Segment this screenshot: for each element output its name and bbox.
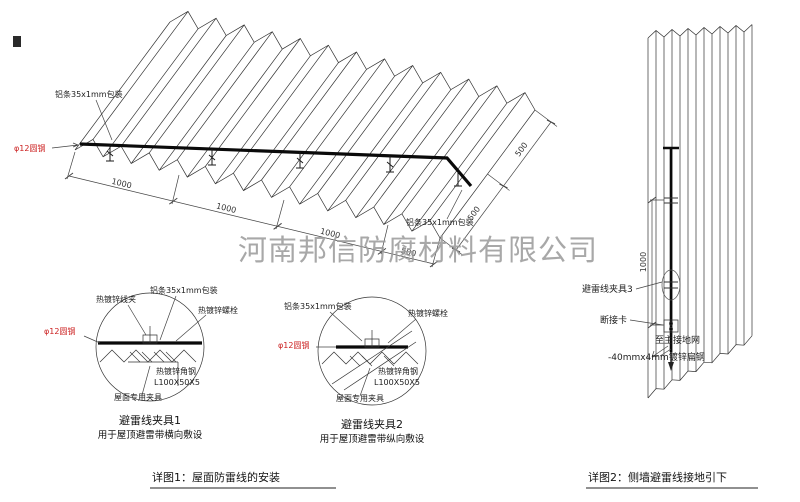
figure2-caption: 详图2：侧墙避雷线接地引下 bbox=[588, 470, 727, 484]
wire-clamp-icon bbox=[296, 152, 304, 169]
detail2-clamp bbox=[364, 330, 380, 348]
dim-500-bottom: 500 bbox=[400, 246, 417, 258]
wall-clamp-lower bbox=[664, 281, 678, 289]
wall-clamp-upper bbox=[664, 197, 678, 204]
roof-bottom-dimension bbox=[64, 151, 441, 268]
detail1-clamp bbox=[142, 326, 158, 344]
detail1-subtitle: 用于屋顶避雷带横向敷设 bbox=[98, 429, 203, 441]
detail2-label-angle-size: L100X50X5 bbox=[374, 378, 420, 387]
label-round-steel-roof: φ12圆钢 bbox=[14, 143, 45, 153]
roof-right-dimension bbox=[439, 109, 558, 255]
detail1-hatching bbox=[129, 351, 177, 363]
wall-label-disconnect: 断接卡 bbox=[600, 314, 627, 326]
detail2-label-strip: 铝条35x1mm包装 bbox=[284, 301, 352, 311]
wall-clamp-highlight bbox=[661, 269, 681, 301]
label-aluminum-strip-left: 铝条35x1mm包装 bbox=[55, 89, 123, 99]
wall-downlead-view bbox=[629, 24, 753, 399]
detail2-label-angle-steel: 热镀锌角钢 bbox=[378, 366, 418, 376]
detail1-angle-steel bbox=[128, 361, 179, 386]
dim-1000-a: 1000 bbox=[111, 177, 133, 191]
wire-clamp-icon bbox=[208, 149, 216, 166]
corner-mark bbox=[13, 36, 21, 47]
roof-isometric-view bbox=[51, 10, 558, 268]
detail1-roof-sheet-profile bbox=[99, 349, 197, 363]
detail2-label-roof-clamp: 屋面专用夹具 bbox=[336, 393, 384, 403]
wire-clamp-icon bbox=[106, 145, 114, 162]
detail1-circle-outline bbox=[95, 292, 205, 402]
detail1-label-strip: 铝条35x1mm包装 bbox=[150, 285, 218, 295]
detail1-title: 避雷线夹具1 bbox=[119, 413, 181, 427]
wire-clamp-icon bbox=[454, 172, 462, 187]
detail2-title: 避雷线夹具2 bbox=[341, 417, 403, 431]
detail2-leaders bbox=[316, 311, 417, 397]
wall-label-to-ground: 至主接地网 bbox=[655, 334, 700, 346]
detail2-circle-outline bbox=[317, 296, 427, 406]
detail1-label-wire-clamp: 热镀锌线夹 bbox=[96, 294, 136, 304]
figure1-caption: 详图1：屋面防雷线的安装 bbox=[152, 470, 280, 484]
detail2-label-bolt: 热镀锌螺栓 bbox=[408, 308, 448, 318]
disconnect-card-symbol bbox=[663, 319, 679, 333]
roof-corrugation-lines bbox=[74, 10, 536, 239]
label-aluminum-strip-right: 铝条35x1mm包装 bbox=[406, 217, 474, 227]
disconnect-bolt bbox=[669, 327, 673, 331]
detail1-label-bolt: 热镀锌螺栓 bbox=[198, 305, 238, 315]
detail1-label-angle-steel: 热镀锌角钢 bbox=[156, 366, 196, 376]
disconnect-bolt bbox=[669, 321, 673, 326]
detail2-label-round-steel: φ12圆钢 bbox=[278, 340, 309, 350]
wall-label-clamp3: 避雷线夹具3 bbox=[582, 283, 633, 295]
down-arrow-icon bbox=[668, 362, 674, 371]
wall-conductor bbox=[663, 146, 679, 352]
detail2-angle-steel bbox=[331, 330, 417, 391]
detail2-roof-sheet-profile bbox=[321, 351, 419, 365]
wire-clamps bbox=[106, 145, 462, 187]
wall-dim-1000: 1000 bbox=[639, 252, 648, 272]
wall-dimension bbox=[647, 196, 664, 329]
wall-label-flat-steel: -40mmx4mm镀锌扁钢 bbox=[608, 351, 705, 363]
dim-1000-b: 1000 bbox=[215, 202, 237, 216]
detail-circle-2 bbox=[316, 296, 427, 406]
dim-500-right-b: 500 bbox=[513, 141, 529, 159]
detail1-label-roof-clamp: 屋面专用夹具 bbox=[114, 392, 162, 402]
lightning-wire bbox=[79, 142, 473, 188]
detail2-hatching bbox=[349, 355, 395, 367]
detail1-leaders bbox=[83, 295, 207, 396]
wall-label-leaders bbox=[629, 281, 672, 358]
detail1-label-round-steel: φ12圆钢 bbox=[44, 326, 75, 336]
detail2-subtitle: 用于屋顶避雷带纵向敷设 bbox=[320, 433, 425, 445]
detail-circle-1 bbox=[83, 292, 207, 402]
company-watermark: 河南邦信防腐材料有限公司 bbox=[238, 233, 598, 267]
roof-label-leaders bbox=[51, 99, 463, 220]
wire-clamp-icon bbox=[386, 156, 394, 173]
detail1-label-angle-size: L100X50X5 bbox=[154, 378, 200, 387]
